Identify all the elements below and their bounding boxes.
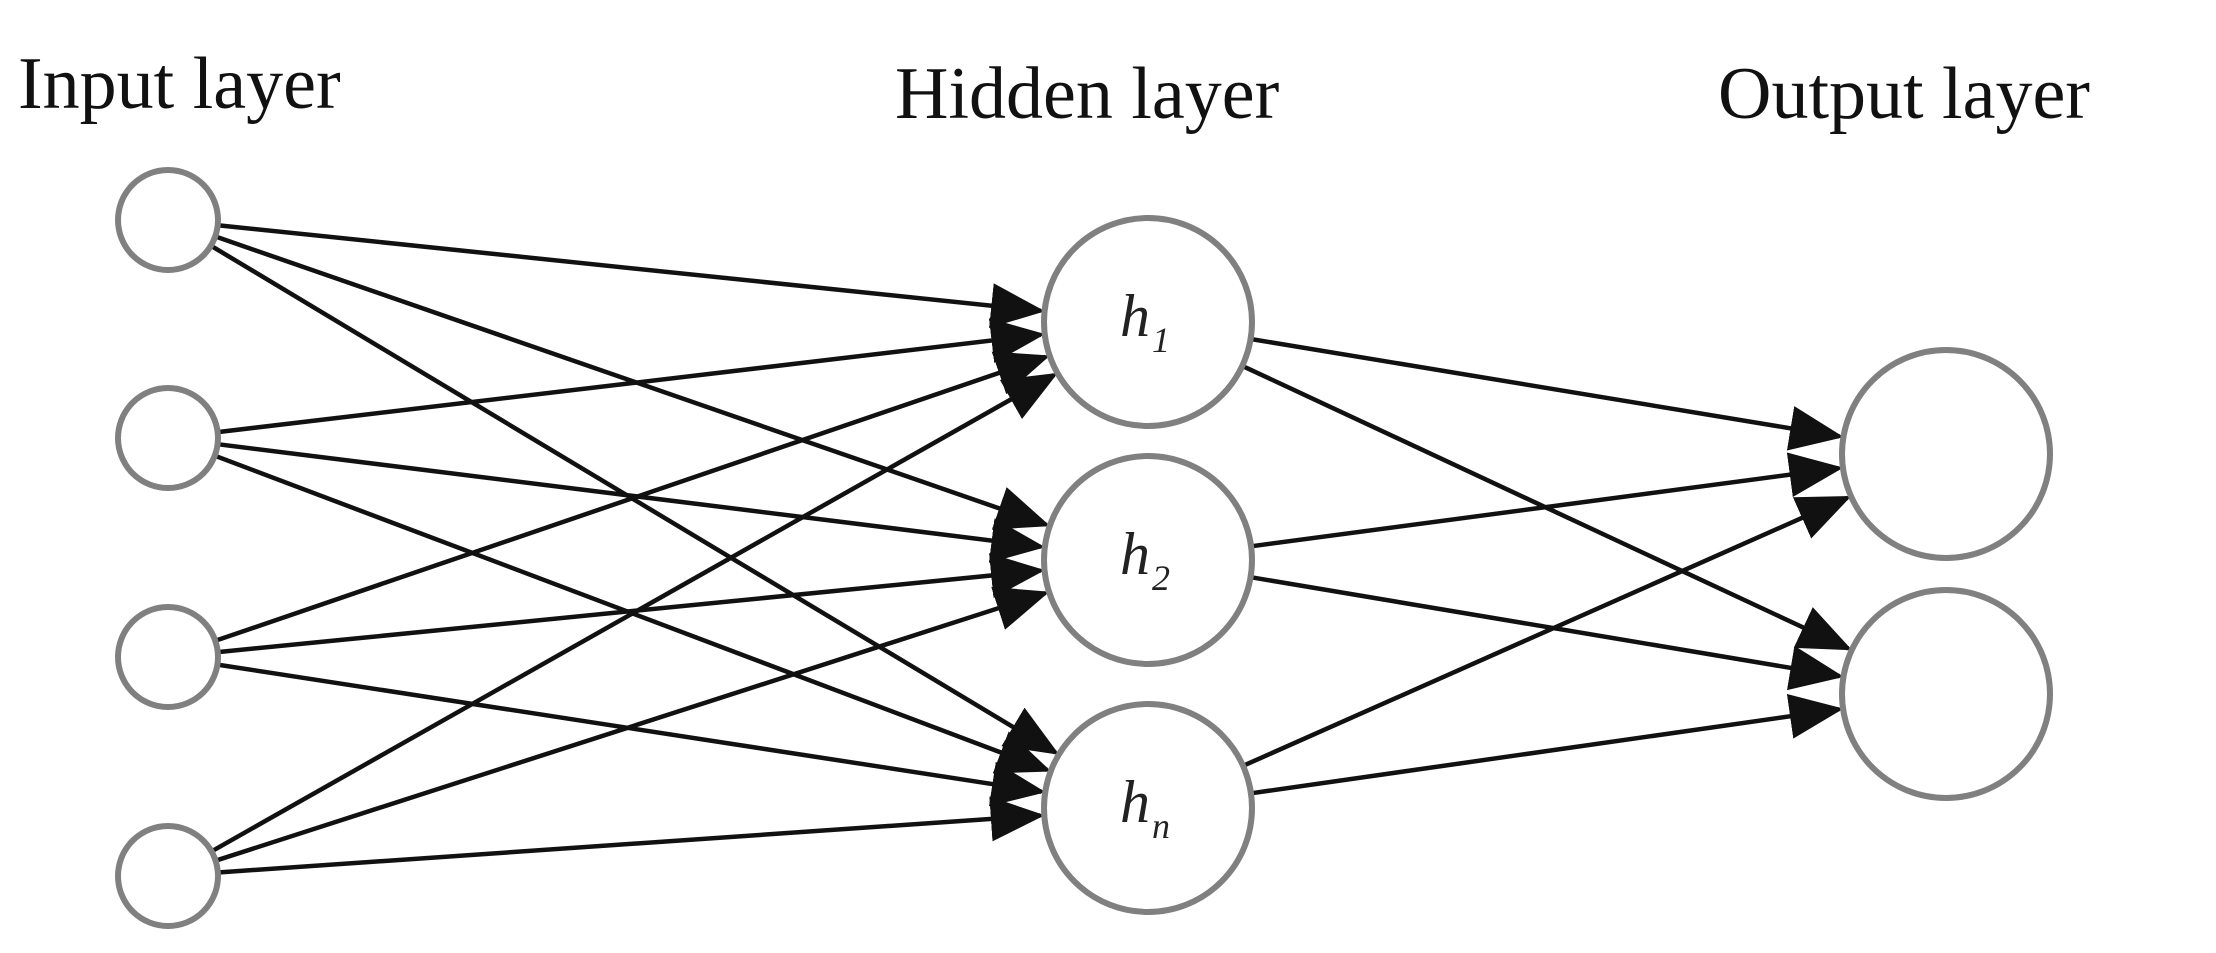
- hidden-node-1: [1041, 215, 1255, 429]
- hidden-node-symbol: h: [1120, 521, 1150, 587]
- edge-input-1-to-hidden-2: [214, 234, 1051, 530]
- edge-input-1-to-hidden-1: [217, 222, 1046, 329]
- hidden-layer-title: Hidden layer: [895, 53, 1279, 135]
- hidden-node-label-2: h2: [1120, 521, 1170, 598]
- edge-hidden-2-to-output-1: [1250, 452, 1844, 549]
- output-layer-title: Output layer: [1718, 53, 2090, 135]
- hidden-node-subscript: n: [1152, 806, 1170, 846]
- edge-hidden-3-to-output-2: [1250, 694, 1844, 796]
- input-node-2: [115, 385, 221, 491]
- edge-input-2-to-hidden-1: [217, 318, 1046, 435]
- edge-input-4-to-hidden-3: [217, 796, 1045, 875]
- edge-input-3-to-hidden-1: [214, 351, 1051, 643]
- connections: [209, 222, 1853, 875]
- input-node-1: [115, 167, 221, 273]
- hidden-node-subscript: 1: [1152, 320, 1170, 360]
- hidden-node-label-1: h1: [1120, 283, 1170, 360]
- edge-input-2-to-hidden-2: [217, 441, 1046, 563]
- input-node-4: [115, 823, 221, 929]
- output-node-2: [1839, 587, 2053, 801]
- edge-hidden-3-to-output-1: [1242, 495, 1852, 768]
- hidden-node-label-3: hn: [1120, 769, 1170, 846]
- hidden-node-3: [1041, 701, 1255, 915]
- output-node-1: [1839, 347, 2053, 561]
- input-layer-title: Input layer: [18, 43, 341, 125]
- hidden-node-symbol: h: [1120, 769, 1150, 835]
- edge-input-4-to-hidden-1: [210, 372, 1058, 854]
- hidden-node-symbol: h: [1120, 283, 1150, 349]
- edge-hidden-1-to-output-1: [1250, 336, 1844, 451]
- hidden-node-subscript: 2: [1152, 558, 1170, 598]
- edge-input-4-to-hidden-2: [214, 586, 1050, 863]
- nodes: [115, 167, 2053, 929]
- edge-hidden-2-to-output-2: [1250, 574, 1844, 691]
- hidden-node-2: [1041, 453, 1255, 667]
- input-node-3: [115, 604, 221, 710]
- edge-input-3-to-hidden-2: [217, 553, 1045, 655]
